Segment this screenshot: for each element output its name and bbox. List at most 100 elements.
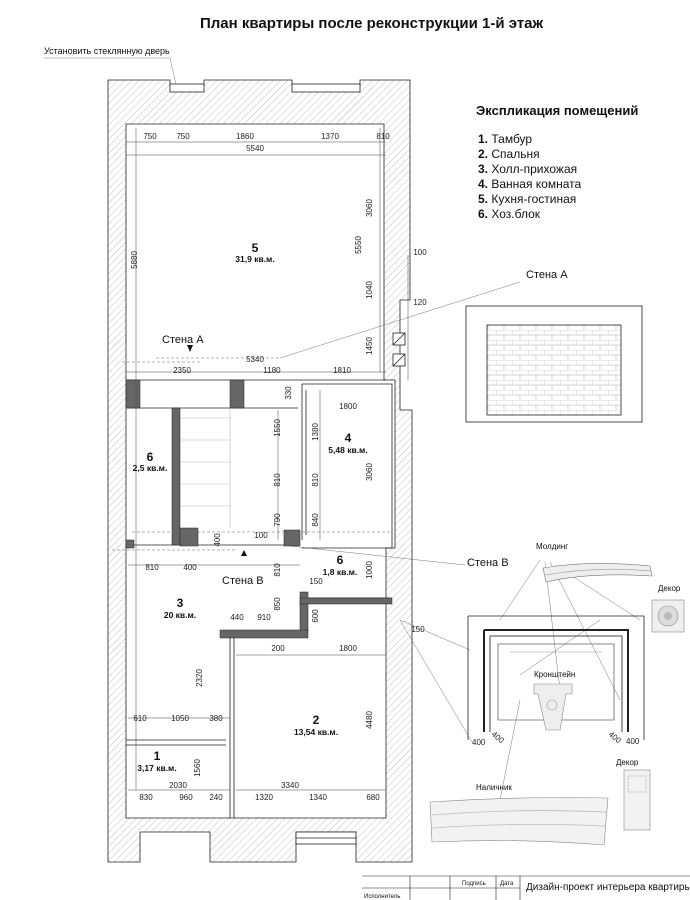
dim-label: 600 (311, 609, 320, 623)
dim-label: 440 (230, 613, 244, 622)
dim-label: 1040 (365, 281, 374, 299)
dim-label: 960 (179, 793, 193, 802)
decor-label: Декор (616, 758, 639, 767)
wall-section-markers (110, 357, 390, 551)
dim-label: 380 (209, 714, 223, 723)
legend-item: 3. Холл-прихожая (478, 162, 578, 176)
dim-label: 1560 (193, 759, 202, 777)
room-number: 6 (147, 450, 154, 464)
dimension-lines (126, 128, 409, 791)
room-area: 2,5 кв.м. (133, 463, 168, 473)
legend-item: 2. Спальня (478, 147, 540, 161)
elevation-wall-b-label: Стена В (467, 557, 509, 569)
dim-label: 850 (273, 597, 282, 611)
dim-label: 330 (284, 386, 293, 400)
staircase (180, 408, 231, 528)
dim-label: 810 (273, 473, 282, 487)
molding-label: Молдинг (536, 542, 568, 551)
dimension-text-vertical: 5880 3060 5550 1040 1450 330 1550 1380 3… (130, 199, 374, 777)
room-number: 1 (154, 749, 161, 763)
legend-item: 4. Ванная комната (478, 177, 582, 191)
stamp-sign-label: Подпись (462, 881, 486, 887)
dimension-text: 750 750 1860 1370 810 5540 100 120 5340 … (133, 132, 427, 802)
stamp-project-title: Дизайн-проект интерьера квартиры (526, 882, 690, 893)
dim-label: 1320 (255, 793, 273, 802)
elevation-wall-a-label: Стена А (526, 269, 568, 281)
dim-label: 1800 (339, 644, 357, 653)
title-block-text: Подпись Дата Исполнитель Дизайн-проект и… (364, 881, 690, 900)
molding-sample: Молдинг (536, 542, 653, 583)
glass-door-note: Установить стеклянную дверь (44, 46, 170, 56)
dim-label: 810 (145, 563, 159, 572)
dim-label: 810 (311, 473, 320, 487)
stamp-date-label: Дата (500, 881, 514, 887)
windows (169, 83, 361, 845)
arrow-markers (187, 345, 247, 556)
dim-label: 750 (143, 132, 157, 141)
room-area: 20 кв.м. (164, 610, 196, 620)
drawing-title: План квартиры после реконструкции 1-й эт… (200, 15, 544, 32)
wall-b-label: Стена В (222, 575, 264, 587)
room-area: 5,48 кв.м. (328, 445, 367, 455)
dim-label: 810 (376, 132, 390, 141)
dim-label: 400 (607, 730, 623, 746)
architrave-sample: Наличник (429, 783, 609, 846)
room-area: 1,8 кв.м. (323, 567, 358, 577)
dim-label: 5880 (130, 251, 139, 269)
dim-label: 1370 (321, 132, 339, 141)
legend-item: 6. Хоз.блок (478, 207, 540, 221)
room-area: 3,17 кв.м. (137, 763, 176, 773)
dim-label: 400 (626, 737, 640, 746)
stamp-performer-label: Исполнитель (364, 894, 400, 900)
dim-label: 400 (213, 533, 222, 547)
dim-label: 5540 (246, 144, 264, 153)
room-legend: 1. Тамбур 2. Спальня 3. Холл-прихожая 4.… (478, 132, 581, 222)
dim-label: 830 (139, 793, 153, 802)
dim-label: 1800 (339, 402, 357, 411)
dim-label: 840 (311, 513, 320, 527)
room-number: 4 (345, 431, 352, 445)
dim-label: 3060 (365, 463, 374, 481)
dim-label: 1810 (333, 366, 351, 375)
room-area: 31,9 кв.м. (235, 254, 274, 264)
vent-shafts (392, 332, 406, 367)
dim-label: 790 (273, 513, 282, 527)
dim-label: 5550 (354, 236, 363, 254)
dim-label: 2030 (169, 781, 187, 790)
dim-label: 2320 (195, 669, 204, 687)
room-number: 5 (252, 241, 259, 255)
room-area: 13,54 кв.м. (294, 727, 338, 737)
dim-label: 910 (257, 613, 271, 622)
room-number: 6 (337, 553, 344, 567)
bracket-sample: Кронштейн (533, 670, 575, 731)
bracket-label: Кронштейн (534, 670, 575, 679)
dim-label: 1450 (365, 337, 374, 355)
dim-label: 400 (490, 730, 506, 746)
dim-label: 200 (271, 644, 285, 653)
wall-posts (125, 379, 393, 639)
dim-label: 3340 (281, 781, 299, 790)
leader-lines (44, 57, 641, 801)
dim-label: 2350 (173, 366, 191, 375)
title-block (362, 875, 690, 900)
dim-label: 120 (413, 298, 427, 307)
dim-label: 1050 (171, 714, 189, 723)
dim-label: 1860 (236, 132, 254, 141)
dim-label: 150 (309, 577, 323, 586)
exterior-walls (107, 79, 413, 863)
decor-label: Декор (658, 584, 681, 593)
dim-label: 400 (472, 738, 486, 747)
architrave-label: Наличник (476, 783, 512, 792)
dim-label: 1000 (365, 561, 374, 579)
room-number: 3 (177, 596, 184, 610)
legend-title: Экспликация помещений (476, 103, 639, 118)
dim-label: 150 (411, 625, 425, 634)
dim-label: 610 (133, 714, 147, 723)
plinth-decor-sample: Декор (616, 758, 651, 831)
dim-label: 3060 (365, 199, 374, 217)
dim-label: 100 (413, 248, 427, 257)
dim-label: 4480 (365, 711, 374, 729)
dim-label: 1380 (311, 423, 320, 441)
legend-item: 1. Тамбур (478, 132, 533, 146)
